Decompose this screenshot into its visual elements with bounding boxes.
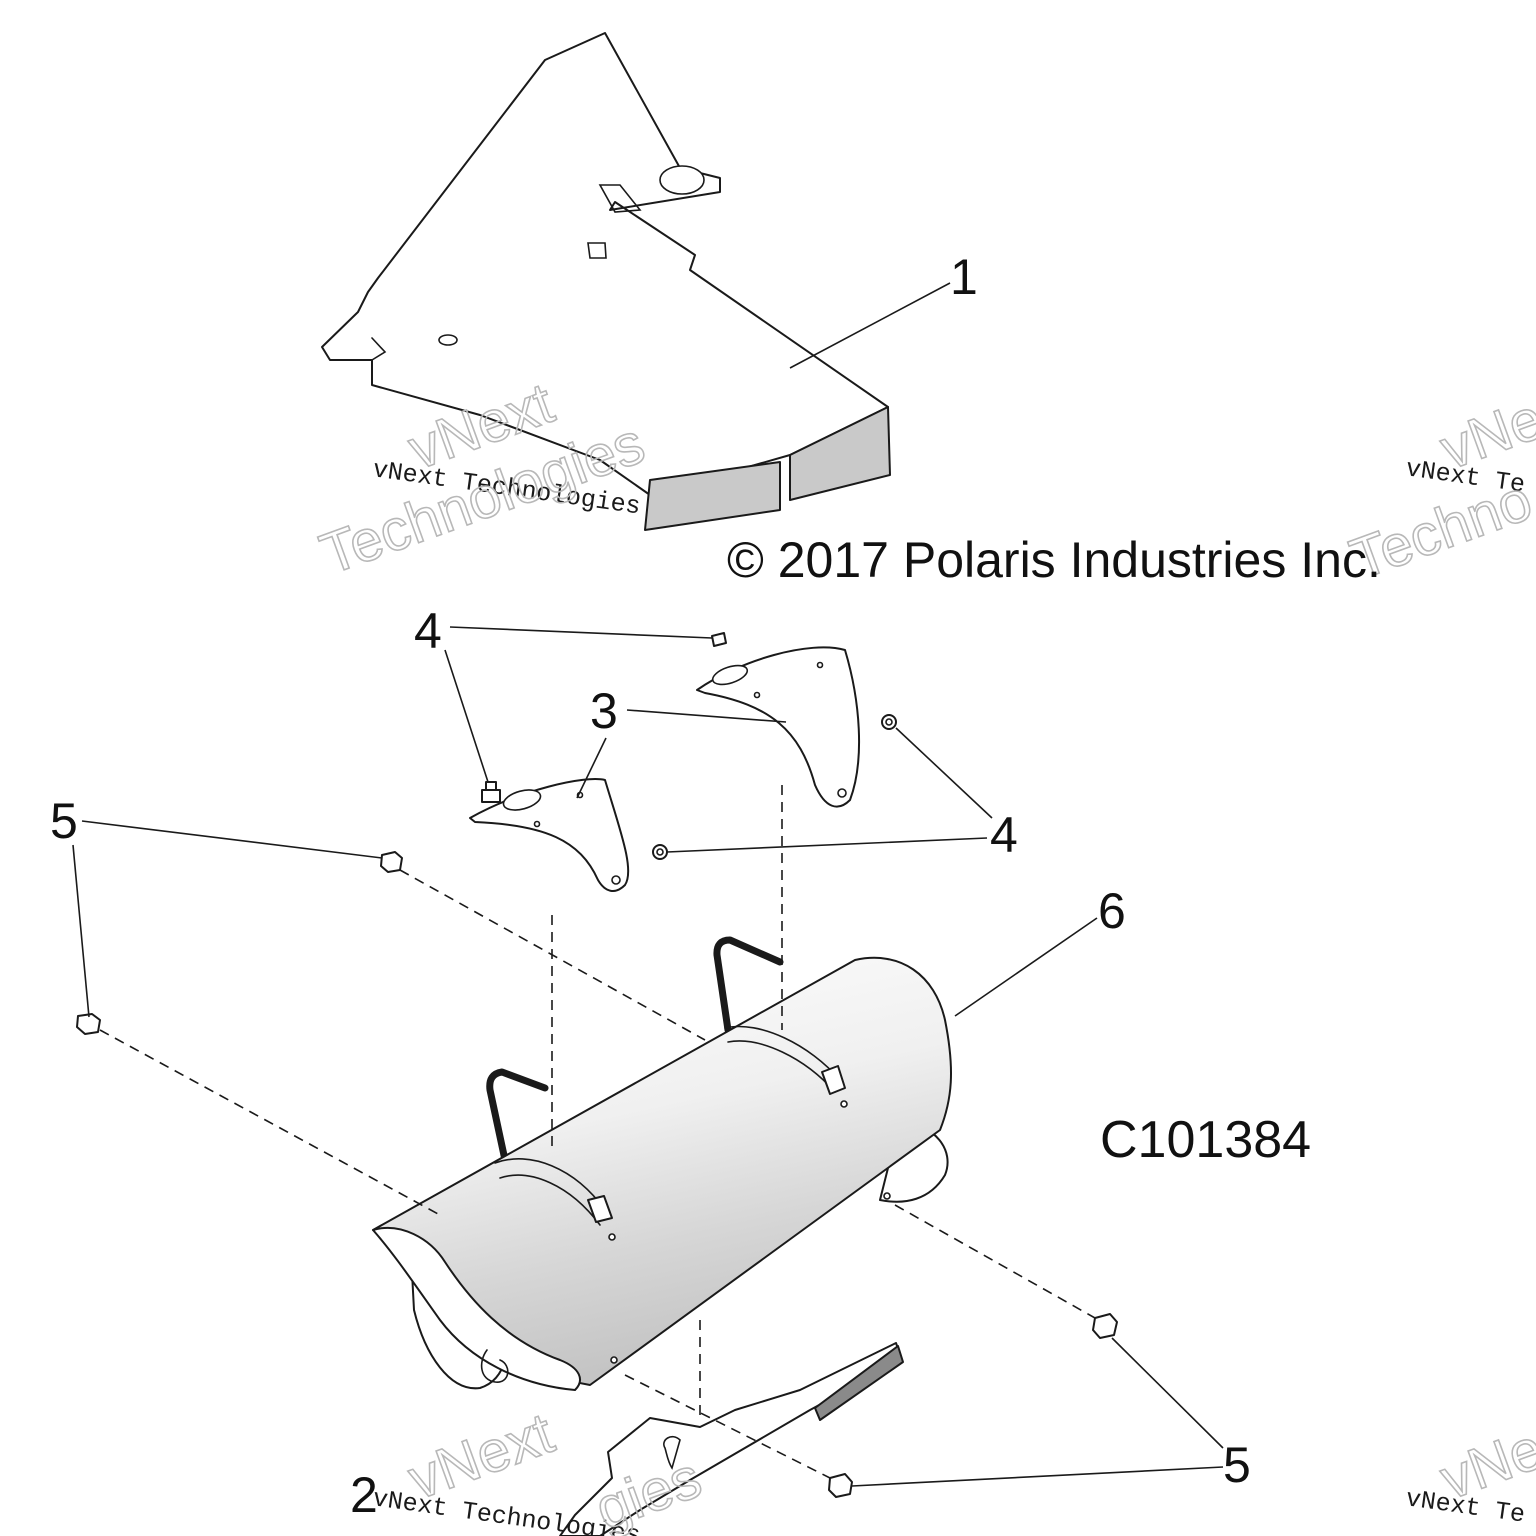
callout-4-right: 4 <box>990 807 1018 863</box>
shield-gray-tab-left <box>644 461 781 531</box>
lower-bracket <box>559 1342 904 1536</box>
callout-6: 6 <box>1098 883 1126 939</box>
nut-middle <box>652 844 668 860</box>
callout-3-upper: 3 <box>590 683 618 739</box>
shield-gray-tab-right <box>789 406 891 501</box>
callout-5-right: 5 <box>1223 1437 1251 1493</box>
bolt-far-left <box>76 1013 101 1035</box>
figure-number: C101384 <box>1100 1111 1311 1169</box>
hanger-bracket-upper <box>696 646 861 808</box>
nut-right <box>881 714 897 730</box>
watermark-outline-bottom-word1: vNext <box>400 1400 562 1512</box>
bolt-upper-left <box>380 851 403 873</box>
callout-4-left: 4 <box>414 603 442 659</box>
bolt-bottom <box>828 1473 853 1498</box>
grommet-top <box>711 632 727 647</box>
callout-5-left: 5 <box>50 793 78 849</box>
heat-shield-plate <box>321 32 891 531</box>
grommet-left <box>481 781 501 803</box>
copyright-notice: © 2017 Polaris Industries Inc. <box>727 532 1381 588</box>
watermark-outline-bottom-fragment: gies <box>587 1445 709 1536</box>
bolt-lower-right <box>1092 1313 1118 1339</box>
callout-1: 1 <box>950 249 978 305</box>
muffler-assembly <box>372 936 952 1391</box>
hanger-bracket-lower <box>469 778 630 892</box>
callout-2: 2 <box>350 1467 378 1523</box>
